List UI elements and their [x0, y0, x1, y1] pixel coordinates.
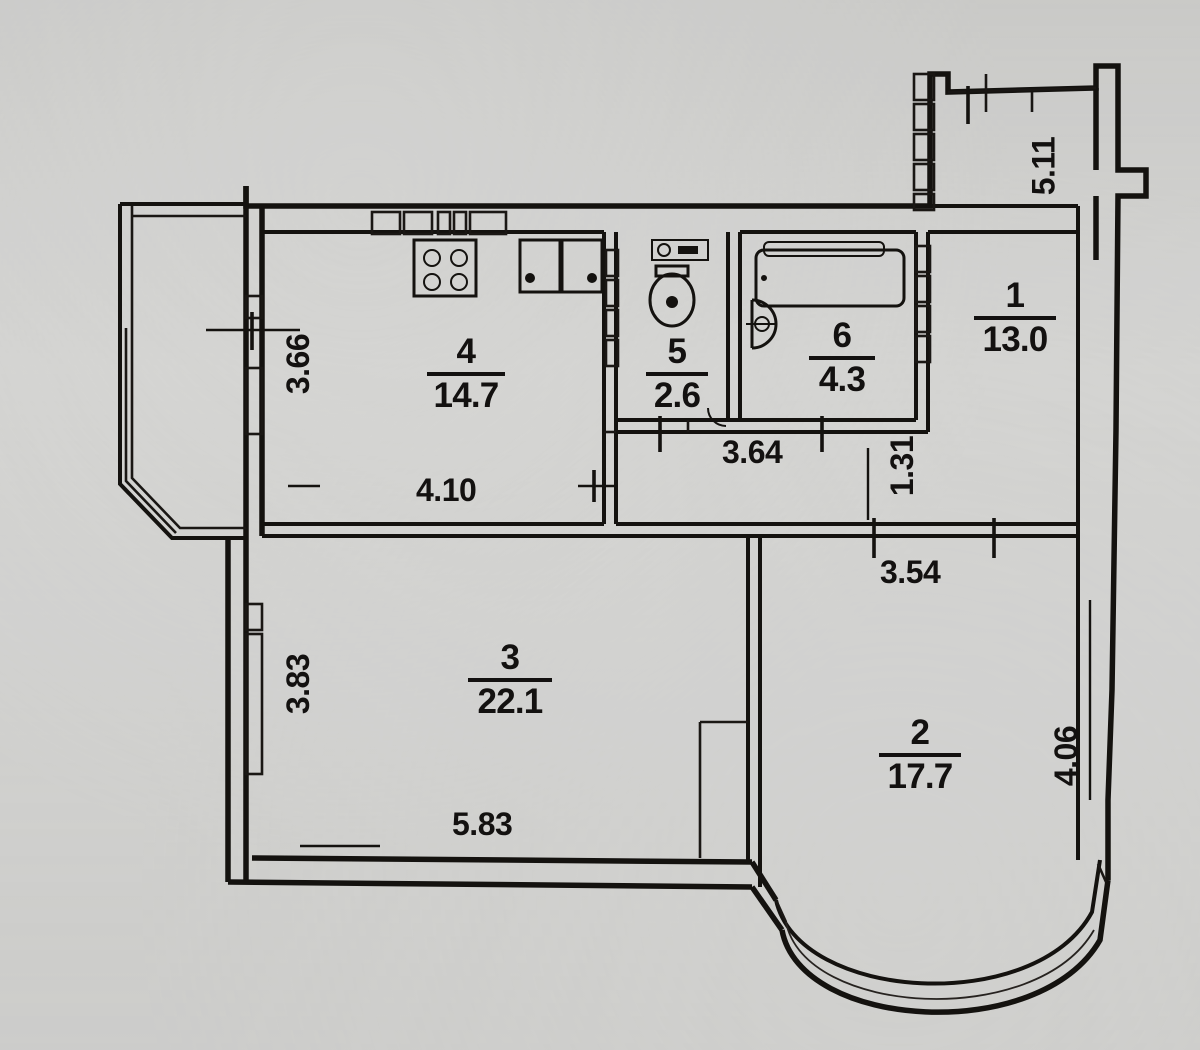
dimension-3-66: 3.66 [280, 333, 317, 395]
room-number-5: 5 [667, 332, 687, 371]
room-area-6: 4.3 [818, 360, 866, 399]
room-rule-5 [646, 372, 708, 376]
room-area-2: 17.7 [887, 757, 954, 796]
fixture-bathtub [754, 241, 906, 308]
balcony-left [118, 202, 246, 540]
room-rule-3 [468, 678, 552, 682]
dimension-4-06: 4.06 [1048, 725, 1085, 787]
room-area-3: 22.1 [477, 682, 544, 721]
dimension-3-54: 3.54 [880, 554, 941, 590]
room-number-2: 2 [910, 713, 930, 752]
dimension-4-10: 4.10 [416, 472, 477, 508]
room-number-1: 1 [1005, 276, 1025, 315]
dimension-5-11: 5.11 [1025, 136, 1062, 196]
dimension-3-64: 3.64 [722, 434, 783, 470]
room-rule-2 [879, 753, 961, 757]
outer-walls [225, 63, 1149, 932]
room-number-6: 6 [832, 316, 852, 355]
windows [244, 72, 1097, 776]
room-rule-4 [427, 372, 505, 376]
fixture-stove [412, 238, 478, 298]
dimension-3-83: 3.83 [280, 653, 317, 715]
curved-bay-wall [774, 859, 1111, 1015]
room-area-1: 13.0 [982, 320, 1049, 359]
room-number-4: 4 [456, 332, 476, 371]
right-stepped-wall [1076, 88, 1099, 860]
interior-walls [262, 204, 1078, 887]
room-rule-6 [809, 356, 875, 360]
dimension-lines [206, 86, 1092, 848]
fixture-bathroom-washbasin [746, 298, 778, 350]
room-area-5: 2.6 [653, 376, 701, 415]
room-area-4: 14.7 [433, 376, 500, 415]
dimension-5-83: 5.83 [452, 806, 513, 842]
room-number-3: 3 [500, 638, 520, 677]
dimension-1-31: 1.31 [884, 435, 921, 497]
fixture-toilet [648, 239, 709, 328]
room-rule-1 [974, 316, 1056, 320]
fixture-kitchen-sink [518, 238, 604, 294]
doors [686, 407, 727, 432]
